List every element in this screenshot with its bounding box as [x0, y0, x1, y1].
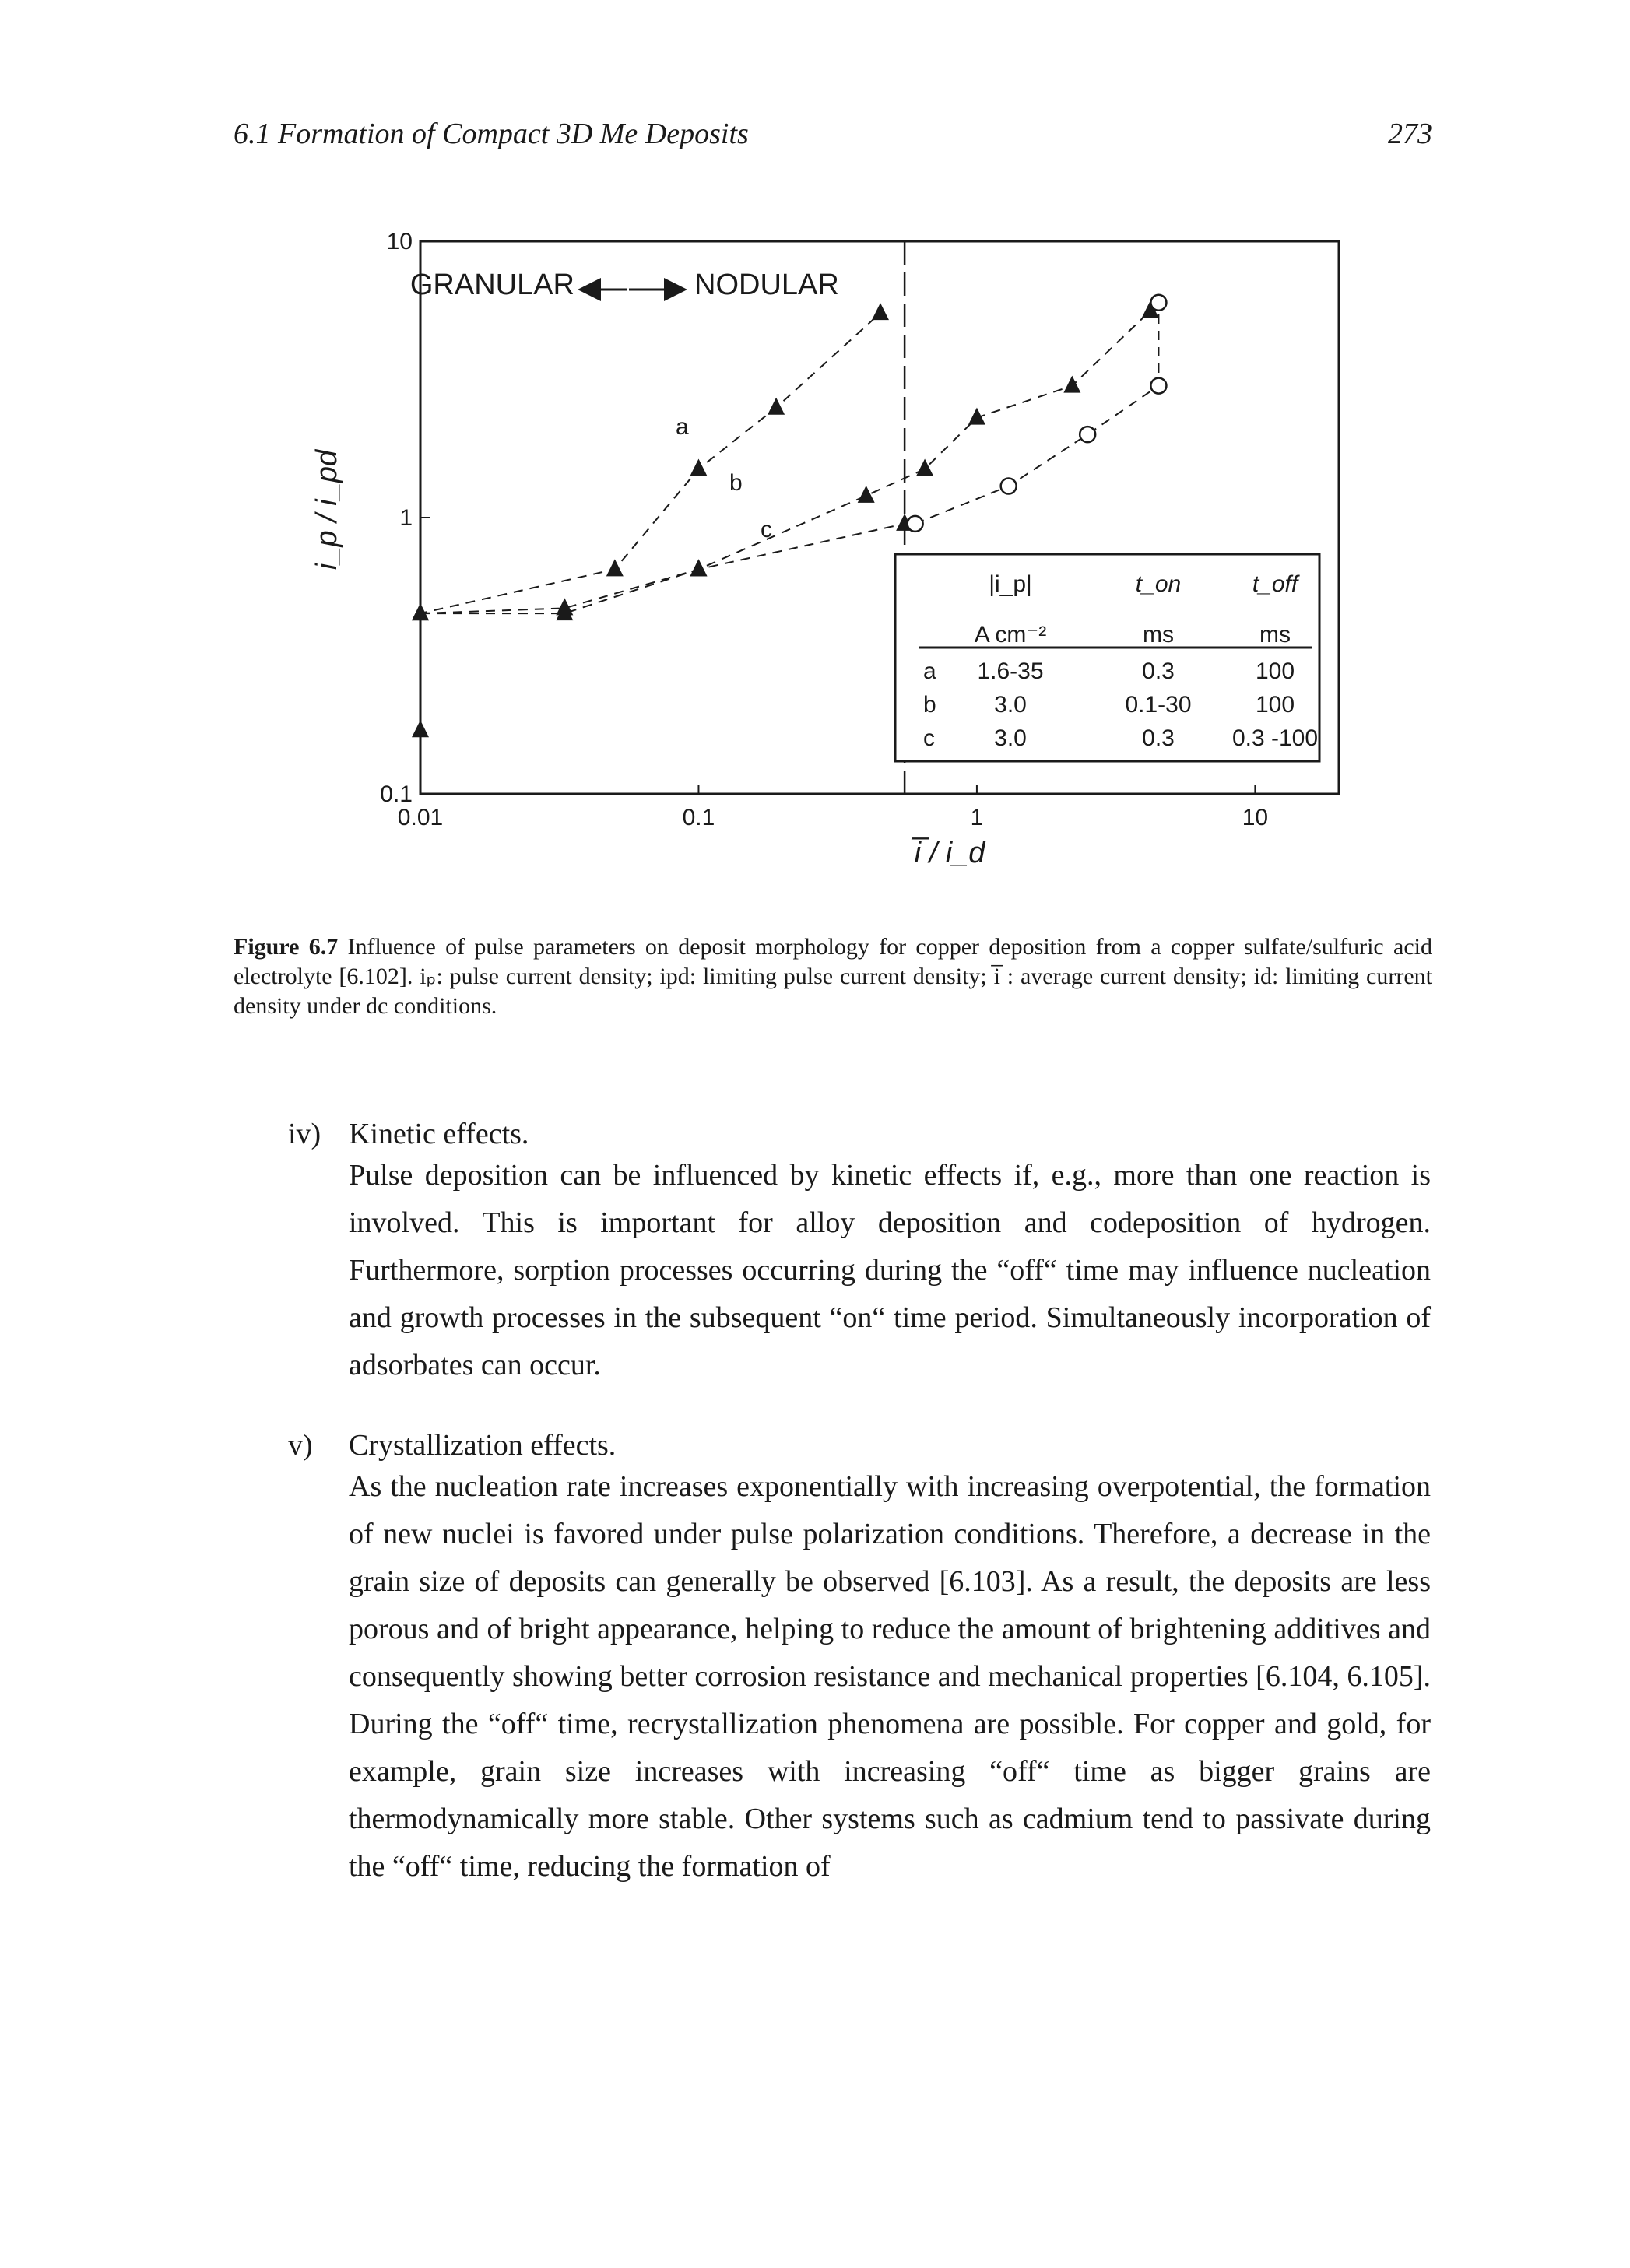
table-header-ton: t_on: [1136, 571, 1181, 597]
table-cell: 3.0: [994, 725, 1027, 751]
table-row: b 3.0 0.1-30 100: [923, 692, 1295, 718]
data-point-b: [968, 407, 985, 425]
series-line-b: [420, 310, 1151, 615]
table-cell: 0.3 -100: [1232, 725, 1318, 751]
series-line-c: [915, 302, 1160, 525]
table-header-ip: |i_p|: [989, 571, 1032, 597]
region-right-label: NODULAR: [694, 269, 839, 301]
table-cell: a: [923, 658, 936, 684]
running-title: 6.1 Formation of Compact 3D Me Deposits: [234, 118, 749, 150]
table-cell: 0.1-30: [1125, 692, 1191, 718]
section-title: Kinetic effects.: [349, 1118, 529, 1150]
data-point-b: [857, 485, 875, 503]
section-number: iv): [288, 1118, 321, 1150]
caption-label: Figure 6.7: [234, 934, 339, 960]
section-paragraph: As the nucleation rate increases exponen…: [349, 1470, 1431, 1883]
data-point-c: [1150, 293, 1168, 312]
table-cell: 100: [1256, 658, 1295, 684]
data-point-a: [606, 559, 624, 577]
data-point-c: [1078, 425, 1097, 444]
x-tick-label: 10: [1242, 805, 1268, 830]
data-point-a: [871, 303, 889, 321]
param-table: |i_p| t_on t_off A cm⁻² ms ms a 1.6-35 0…: [894, 553, 1321, 763]
series-label-a: a: [676, 414, 689, 440]
data-point-b: [1063, 375, 1081, 393]
data-point-a: [768, 397, 785, 415]
data-point-c: [906, 514, 924, 533]
y-tick-label: 1: [399, 505, 413, 531]
data-point-b: [1141, 300, 1159, 318]
y-axis-label: i_p / i_pd: [311, 448, 343, 570]
x-axis-label: i̅ / i_d: [911, 837, 986, 869]
table-cell: b: [923, 692, 936, 718]
table-cell: 100: [1256, 692, 1295, 718]
caption-text: Influence of pulse parameters on deposit…: [234, 934, 1432, 1019]
table-cell: 0.3: [1142, 658, 1175, 684]
table-unit-ton: ms: [1143, 622, 1174, 648]
data-point-c: [556, 598, 574, 616]
table-row: c 3.0 0.3 0.3 -100: [923, 725, 1318, 751]
table-cell: c: [923, 725, 935, 751]
series-label-c: c: [761, 517, 772, 542]
y-tick-label: 10: [387, 229, 413, 255]
x-tick-label: 0.01: [398, 805, 443, 830]
data-point-b: [916, 458, 934, 476]
data-point-a: [412, 720, 429, 738]
data-point-a: [690, 458, 708, 476]
table-cell: 1.6-35: [977, 658, 1043, 684]
section-number: v): [288, 1429, 313, 1462]
table-header-toff: t_off: [1252, 571, 1300, 597]
data-point-c: [1150, 377, 1168, 395]
region-annotation: GRANULAR NODULAR: [410, 269, 839, 301]
page-header: 6.1 Formation of Compact 3D Me Deposits …: [234, 117, 1432, 163]
series-line-c: [420, 522, 905, 615]
section-title: Crystallization effects.: [349, 1429, 617, 1462]
param-table-frame: [894, 553, 1321, 763]
x-tick-label: 0.1: [683, 805, 715, 830]
series-line-a: [420, 312, 881, 731]
y-tick-label: 0.1: [380, 781, 413, 807]
data-point-c: [412, 603, 429, 621]
table-cell: 0.3: [1142, 725, 1175, 751]
region-left-label: GRANULAR: [410, 269, 574, 301]
page-number: 273: [1388, 118, 1432, 150]
table-row: a 1.6-35 0.3 100: [923, 658, 1295, 684]
table-cell: 3.0: [994, 692, 1027, 718]
table-unit-ip: A cm⁻²: [975, 622, 1047, 648]
section-paragraph: Pulse deposition can be influenced by ki…: [349, 1159, 1431, 1382]
figure-caption: Figure 6.7 Influence of pulse parameters…: [234, 932, 1432, 1021]
series-label-b: b: [729, 470, 743, 496]
x-tick-label: 1: [971, 805, 984, 830]
data-point-c: [690, 559, 708, 577]
table-unit-toff: ms: [1259, 622, 1291, 648]
data-point-c: [999, 477, 1017, 495]
